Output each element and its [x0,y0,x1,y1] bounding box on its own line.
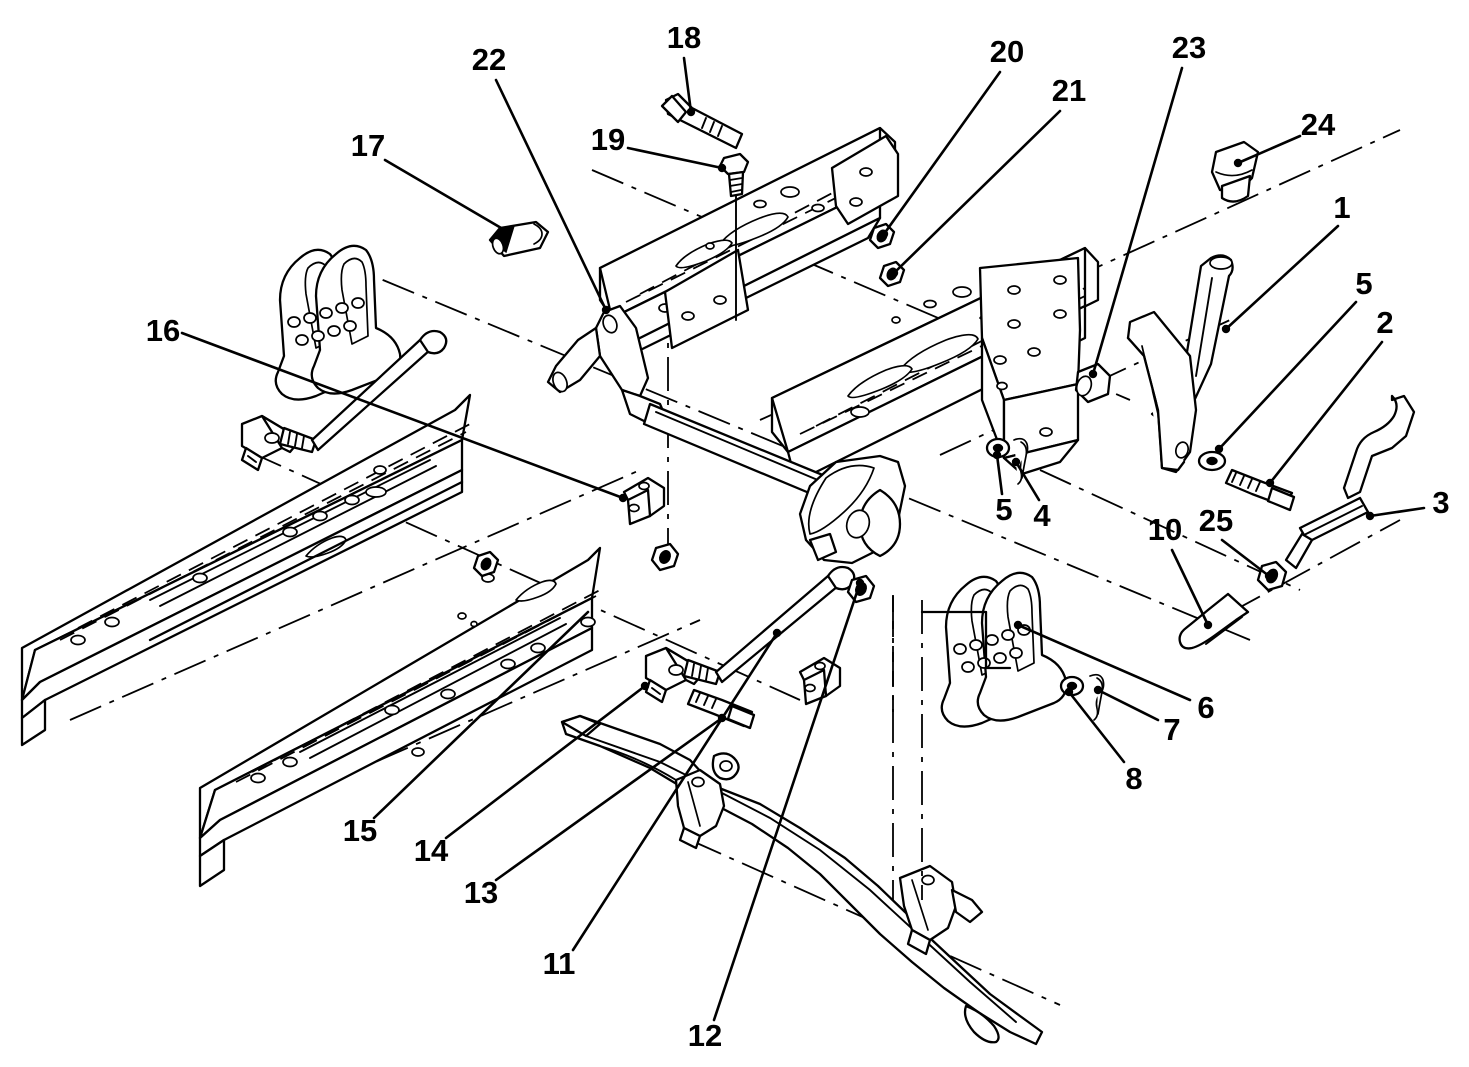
callout-5: 5 [995,492,1012,527]
shift-lever-assembly [1074,140,1296,512]
callout-13: 13 [464,875,498,910]
callout-2: 2 [1376,305,1393,340]
callout-3: 3 [1432,485,1449,520]
callout-6: 6 [1197,690,1214,725]
hex-bolt-18 [660,92,744,150]
sector-plate-left [274,244,402,401]
callout-5b: 5 [1355,266,1372,301]
sector-plate-right [940,571,1068,728]
frame-rail-right [198,546,602,888]
callout-4: 4 [1033,498,1051,533]
hairpin-cotter-4 [1013,437,1029,485]
callout-19: 19 [591,122,625,157]
callout-numbers-group: 1 2 3 4 5 5 6 7 8 10 11 12 13 14 15 16 1… [146,20,1450,1053]
leader-lines-group [180,56,1426,1022]
callout-21: 21 [1052,73,1086,108]
lock-nut-left [472,550,500,578]
pivot-arm-and-shaft [546,304,907,565]
callout-11: 11 [543,946,576,981]
callout-14: 14 [414,833,449,868]
lock-nut-center [650,542,680,572]
clamp-bracket-upper [622,476,666,526]
callout-18: 18 [667,20,701,55]
callout-10: 10 [1148,512,1182,547]
washer-5-center [985,437,1011,459]
callout-22: 22 [472,42,506,77]
frame-rail-left [20,393,472,747]
callout-25: 25 [1199,503,1233,538]
clamp-bracket-lower [798,656,842,706]
callout-20: 20 [990,34,1024,69]
callout-15: 15 [343,813,377,848]
clevis-yoke-upper [240,329,448,472]
hairpin-cotter-7 [1089,673,1105,721]
callout-24: 24 [1301,107,1336,142]
callout-8: 8 [1125,761,1142,796]
upper-frame-rail-left [598,126,900,362]
callout-23: 23 [1172,30,1206,65]
rod-link-assembly [1178,394,1416,650]
mower-deck-arm [560,596,1044,1046]
callout-1: 1 [1333,190,1350,225]
upper-frame-rail-right [770,246,1100,484]
callout-7: 7 [1163,712,1180,747]
callout-12: 12 [688,1018,722,1053]
callout-17: 17 [351,128,385,163]
callout-16: 16 [146,313,180,348]
carriage-bolt-19 [718,152,750,321]
clevis-yoke-lower [644,565,856,730]
